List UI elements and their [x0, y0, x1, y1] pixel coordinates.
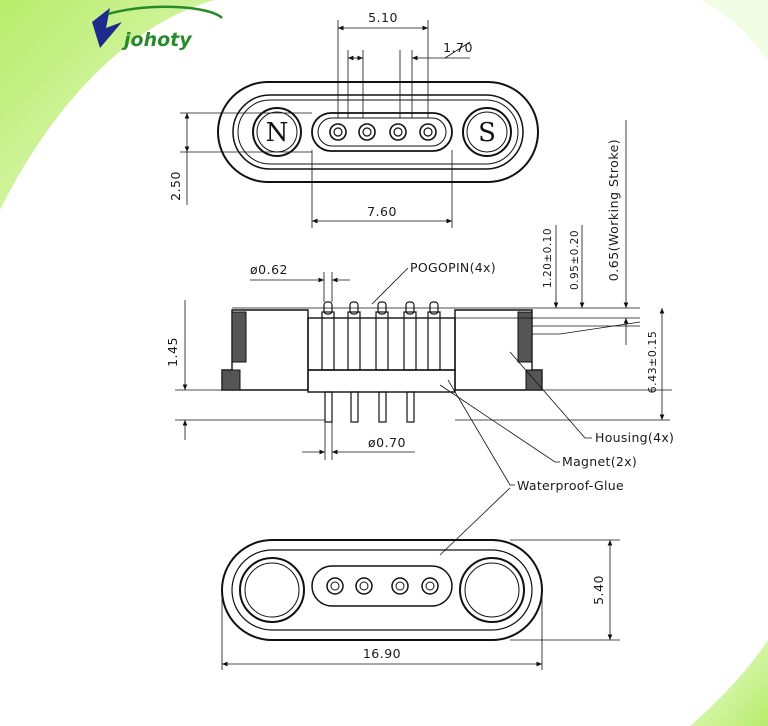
- bottom-pins: [326, 577, 439, 595]
- dim-tip-height: 1.20±0.10: [542, 228, 554, 288]
- dim-width-small: 2.50: [168, 171, 183, 201]
- dim-pitch: 5.10: [368, 10, 398, 25]
- bottom-view: 5.40 16.90: [221, 539, 620, 670]
- north-magnet: [252, 107, 302, 157]
- dim-working-stroke: 0.65(Working Stroke): [606, 139, 621, 281]
- south-label: S: [478, 118, 496, 148]
- callout-glue: Waterproof-Glue: [517, 478, 624, 493]
- dim-pin-diameter: ø0.62: [250, 262, 288, 277]
- bottom-magnet-right: [459, 557, 525, 623]
- callout-housing: Housing(4x): [595, 430, 674, 445]
- pin-1: [329, 123, 347, 141]
- glue-fill: [231, 549, 533, 631]
- top-pins: [329, 123, 437, 141]
- pin-block: [307, 317, 456, 371]
- top-left-swoosh: [0, 0, 215, 210]
- pin-2: [358, 123, 376, 141]
- johoty-logo: johoty: [92, 5, 223, 51]
- dim-total-height: 6.43±0.15: [646, 331, 659, 394]
- pin-3: [389, 123, 407, 141]
- section-pins: [321, 301, 441, 423]
- section-view: ø0.62 POGOPIN(4x) 1.20±0.10 0.95±0.20 0.…: [165, 120, 674, 556]
- south-magnet: [462, 107, 512, 157]
- pin-4: [419, 123, 437, 141]
- dim-overall-width: 5.40: [591, 575, 606, 605]
- top-right-swoosh: [700, 0, 768, 60]
- bottom-magnet-left: [239, 557, 305, 623]
- bottom-right-swoosh: [690, 640, 768, 726]
- dim-pin-spacing: 1.70: [443, 40, 473, 55]
- top-view: N S 5.10 1.70: [168, 10, 539, 228]
- logo-text: johoty: [121, 29, 193, 51]
- dim-pin-span: 7.60: [367, 204, 397, 219]
- dim-base-height: 1.45: [165, 337, 180, 367]
- callout-pogopin: POGOPIN(4x): [410, 260, 496, 275]
- logo-mark-icon: [92, 8, 122, 48]
- dim-tail-diameter: ø0.70: [368, 435, 406, 450]
- north-label: N: [266, 118, 289, 148]
- dim-stroke-tol: 0.95±0.20: [569, 230, 581, 290]
- magnet-band: [307, 369, 456, 393]
- dim-overall-length: 16.90: [363, 646, 401, 661]
- callout-magnet: Magnet(2x): [562, 454, 637, 469]
